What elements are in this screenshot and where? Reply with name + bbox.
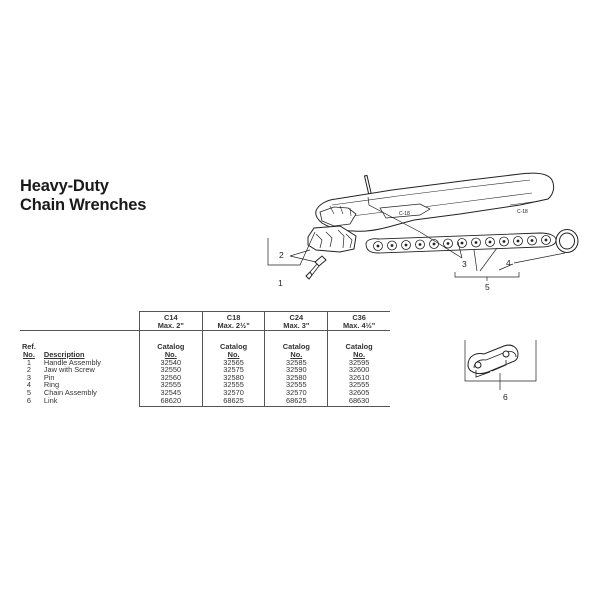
callout-leader-lines [267,196,566,390]
jaw-with-screw-part [305,225,357,280]
table-row: 4 Ring 32555 32555 32555 32555 [20,381,390,389]
svg-text:C-18: C-18 [517,209,528,215]
table-row: 3 Pin 32560 32580 32580 32610 [20,373,390,382]
callout-3: 3 [462,259,467,269]
callout-1: 1 [278,278,283,288]
ring-part [555,229,579,253]
callout-6: 6 [503,392,508,402]
link-part [467,344,519,378]
title-line-2: Chain Wrenches [20,196,147,214]
callout-5: 5 [485,282,490,292]
chain-assembly-part [365,232,557,254]
svg-text:C-18: C-18 [399,211,410,217]
table-row: 2 Jaw with Screw 32550 32575 32590 32600 [20,366,390,374]
handle-assembly-part: C-18 C-18 [315,172,555,232]
table-row: 1 Handle Assembly 32540 32565 32585 3259… [20,358,390,367]
callout-2: 2 [279,250,284,260]
page-title: Heavy-Duty Chain Wrenches [20,177,146,215]
table-row: 6 Link 68620 68625 68625 68630 [20,396,390,408]
ref-no-header: Ref.No. [20,329,38,359]
callout-4: 4 [506,258,511,268]
table-row: 5 Chain Assembly 32545 32570 32570 32605 [20,388,390,397]
description-header: Description [37,329,140,359]
title-line-1: Heavy-Duty [20,177,109,195]
